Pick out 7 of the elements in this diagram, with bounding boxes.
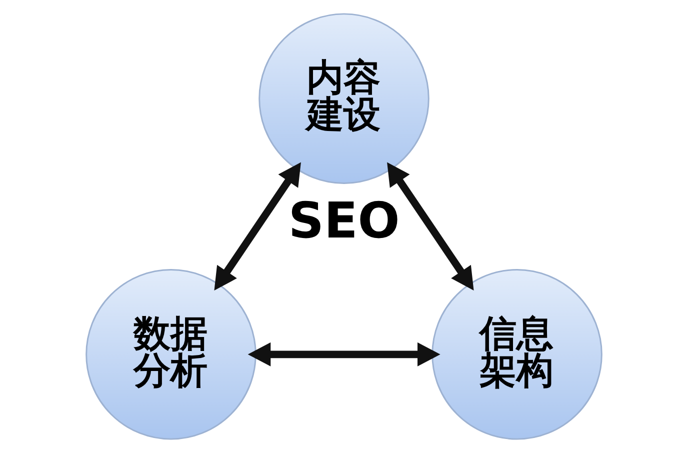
node-circle: 信息架构: [431, 268, 602, 440]
node-circle: 内容建设: [258, 12, 429, 184]
label: SEO: [288, 191, 400, 250]
node-circle: 数据分析: [85, 268, 256, 440]
arrow: [214, 162, 300, 290]
arrow: [386, 162, 474, 290]
arrow: [247, 342, 440, 366]
